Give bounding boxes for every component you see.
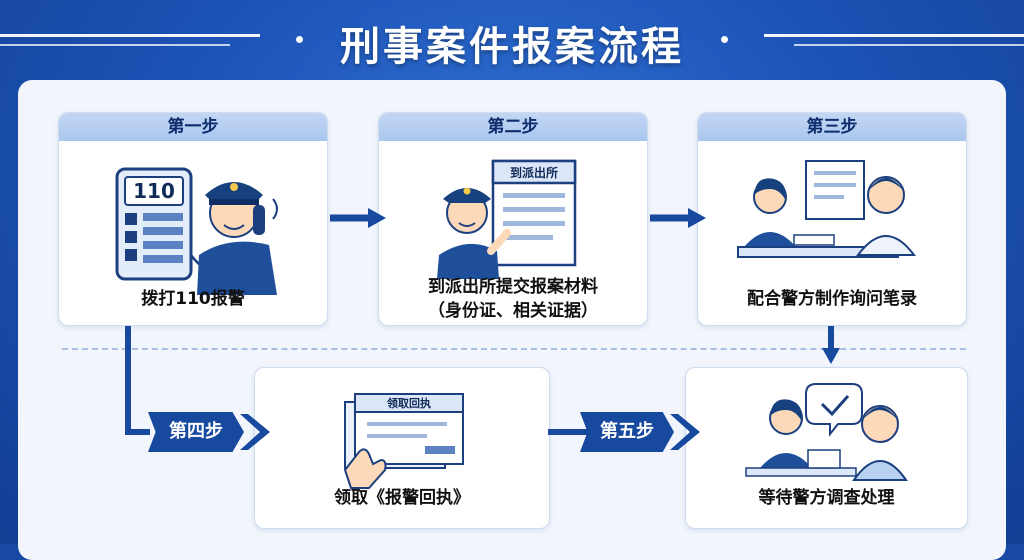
step-5-badge: 第五步 [580, 412, 674, 452]
step-4-badge: 第四步 [148, 412, 244, 452]
flow-arrows [125, 208, 840, 450]
step-4-card: 领取回执 领取《报警回执》 [254, 367, 550, 529]
header-dot-right [721, 36, 728, 43]
header-line-left-thin [0, 44, 230, 46]
step-2-card: 第二步 到派出所 到派出所提交报案材料 （身份证、相关证据） [378, 112, 648, 326]
police-phone-icon: 110 [115, 167, 278, 295]
chevron-step5-icon [670, 414, 700, 450]
step-4-caption: 领取《报警回执》 [334, 488, 470, 508]
step-1-caption: 拨打110报警 [141, 289, 245, 309]
phone-display-text: 110 [133, 179, 175, 203]
step-5-card: 等待警方调查处理 [685, 367, 968, 529]
header-line-left [0, 34, 260, 37]
step-2-caption-line1: 到派出所提交报案材料 [428, 277, 598, 297]
row-divider [62, 348, 966, 350]
step-1-label: 第一步 [59, 113, 327, 141]
header-line-right-thin [794, 44, 1024, 46]
interview-icon [737, 160, 916, 258]
step-5-caption: 等待警方调查处理 [758, 488, 895, 508]
header: 刑事案件报案流程 [0, 0, 1024, 78]
step-3-card: 第三步 配合警方制作询问笔录 [697, 112, 967, 326]
step-3-label: 第三步 [698, 113, 966, 141]
header-line-right [764, 34, 1024, 37]
receipt-title-text: 领取回执 [386, 396, 431, 410]
receipt-icon: 领取回执 [343, 393, 464, 489]
connector-step1-to-step4 [125, 326, 150, 435]
step-2-caption-line2: （身份证、相关证据） [428, 301, 598, 321]
page-title: 刑事案件报案流程 [340, 24, 684, 70]
arrow-step2-to-step3 [650, 208, 706, 228]
arrow-step3-to-step5 [822, 326, 840, 364]
arrow-step1-to-step2 [330, 208, 386, 228]
step-1-card: 第一步 110 拨打110报警 [58, 112, 328, 326]
chevron-step4-icon [240, 414, 270, 450]
step-2-label: 第二步 [379, 113, 647, 141]
header-dot-left [296, 36, 303, 43]
doc-title-text: 到派出所 [510, 165, 558, 180]
step-3-caption: 配合警方制作询问笔录 [747, 289, 917, 309]
police-document-icon: 到派出所 [437, 159, 577, 279]
waiting-icon [745, 383, 908, 481]
